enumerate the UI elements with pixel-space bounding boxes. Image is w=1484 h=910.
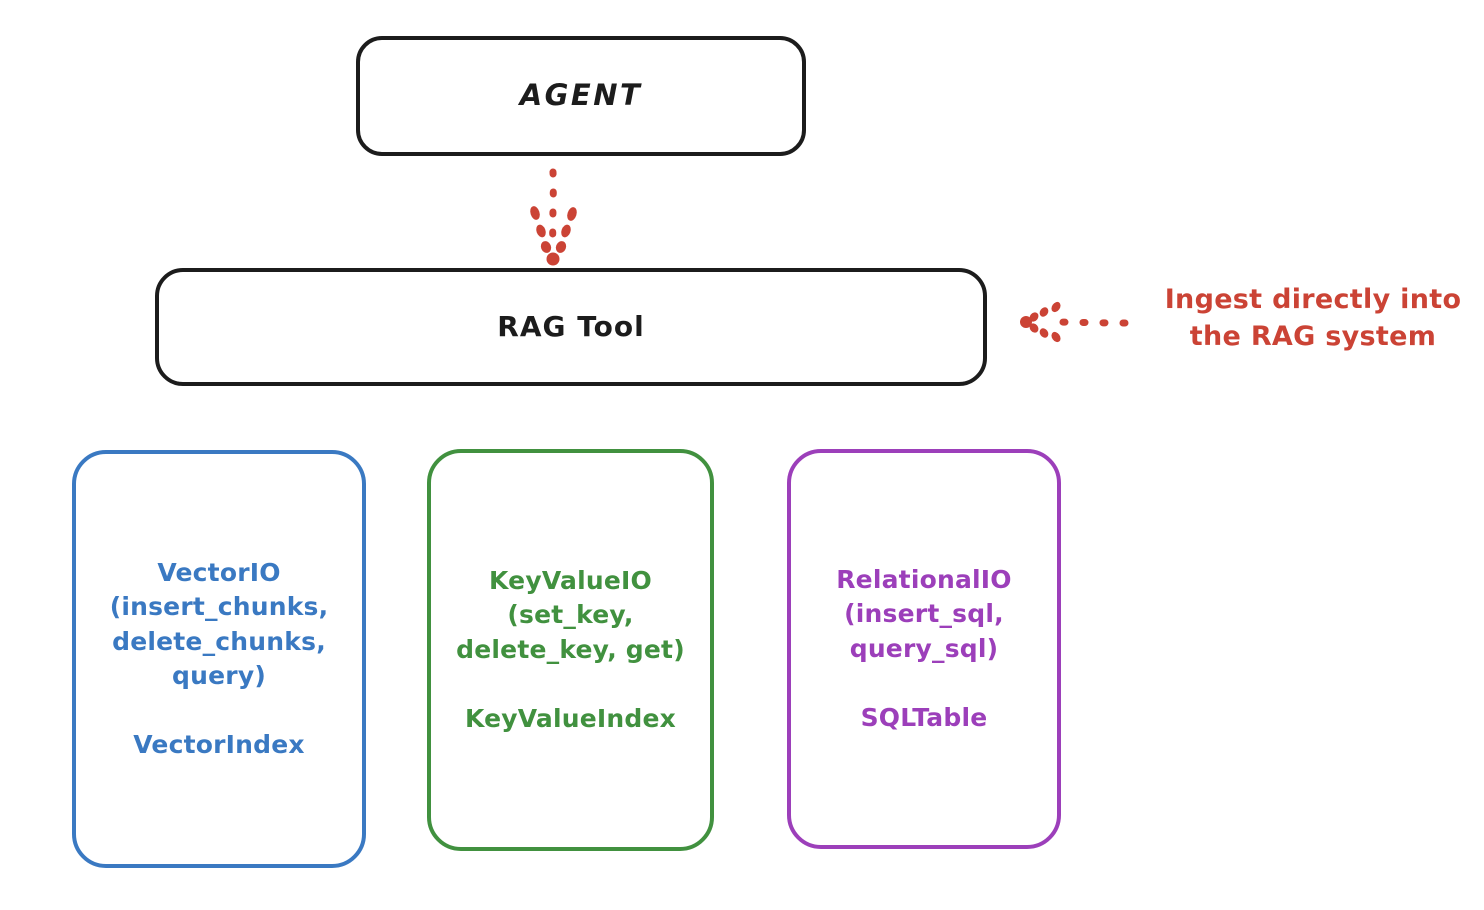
annotation-ingest-note: Ingest directly into the RAG system (1164, 284, 1462, 353)
node-relationalio[interactable]: RelationalIO (insert_sql, query_sql) SQL… (787, 449, 1061, 849)
node-agent[interactable]: AGENT (356, 36, 806, 156)
node-keyvalueio-label: KeyValueIO (set_key, delete_key, get) Ke… (456, 565, 685, 733)
node-vectorio[interactable]: VectorIO (insert_chunks, delete_chunks, … (72, 450, 366, 868)
node-vectorio-label: VectorIO (insert_chunks, delete_chunks, … (109, 557, 329, 760)
node-rag-tool[interactable]: RAG Tool (155, 268, 987, 386)
arrow-agent-to-rag-tool (530, 168, 577, 266)
node-agent-label: AGENT (519, 78, 643, 113)
node-relationalio-label: RelationalIO (insert_sql, query_sql) SQL… (836, 564, 1012, 732)
node-rag-tool-label: RAG Tool (497, 309, 645, 343)
arrow-annotation-to-rag-tool (1020, 301, 1129, 343)
node-keyvalueio[interactable]: KeyValueIO (set_key, delete_key, get) Ke… (427, 449, 714, 851)
